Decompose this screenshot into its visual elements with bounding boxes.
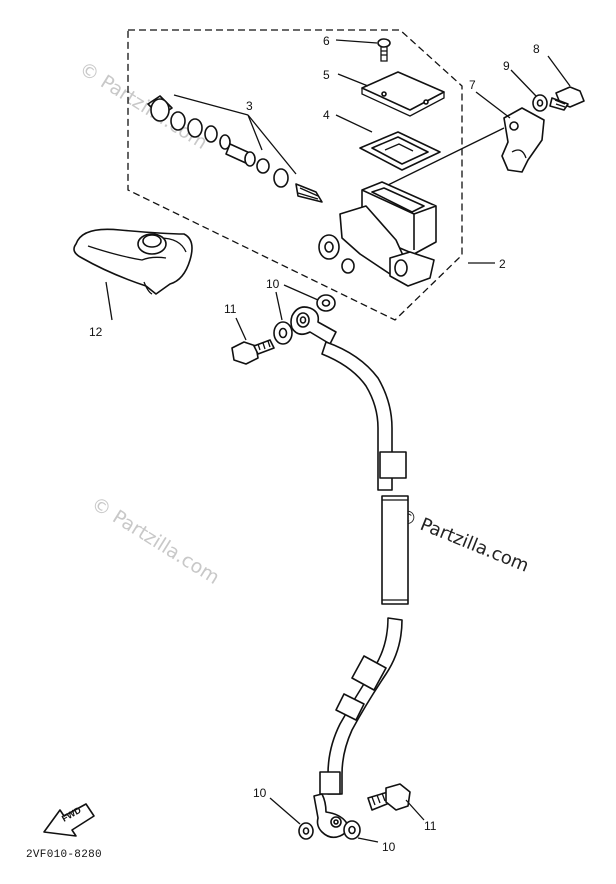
callout-2: 2 <box>499 257 506 271</box>
diagram-code: 2VF010-8280 <box>26 849 102 861</box>
callout-7: 7 <box>469 78 476 92</box>
part-washer-upper <box>283 284 336 312</box>
callout-6: 6 <box>323 34 330 48</box>
callout-11-upper: 11 <box>224 302 237 316</box>
part-lever-cover <box>73 228 193 321</box>
piston-cup <box>150 98 170 122</box>
watermark-top: © Partzilla.com <box>75 58 211 154</box>
callout-10-lower-right: 10 <box>382 840 396 854</box>
part-washer-lower-right <box>343 820 379 843</box>
part-washer-left <box>273 291 293 345</box>
watermark-middle: © Partzilla.com <box>87 493 223 589</box>
callout-10-lower-left: 10 <box>253 786 267 800</box>
part-cap-screw <box>335 38 391 62</box>
callout-10-upper: 10 <box>266 277 280 291</box>
part-holder <box>475 91 545 173</box>
callout-4: 4 <box>323 108 330 122</box>
callout-11-lower: 11 <box>424 819 437 833</box>
part-bolt-8 <box>547 55 585 111</box>
callout-8: 8 <box>533 42 540 56</box>
callout-numbers: 6 5 4 3 7 9 8 2 10 11 12 10 10 11 <box>89 34 540 854</box>
fwd-arrow-icon: FWD <box>43 803 95 837</box>
part-union-bolt-left <box>231 317 275 365</box>
part-union-bolt-right <box>367 783 425 821</box>
part-master-cylinder <box>318 127 505 287</box>
piston-seal <box>170 111 186 131</box>
callout-3: 3 <box>246 99 253 113</box>
part-reservoir-cap <box>337 71 445 117</box>
part-brake-hose <box>290 306 409 839</box>
part-piston-kit <box>147 94 323 203</box>
part-washer-lower-left <box>269 797 314 840</box>
watermark-right: © Partzilla.com <box>395 505 532 577</box>
callout-12: 12 <box>89 325 103 339</box>
callout-9: 9 <box>503 59 510 73</box>
part-washer-9 <box>510 69 548 112</box>
part-diaphragm <box>335 114 441 171</box>
assembly-boundary <box>127 29 463 321</box>
callout-5: 5 <box>323 68 330 82</box>
